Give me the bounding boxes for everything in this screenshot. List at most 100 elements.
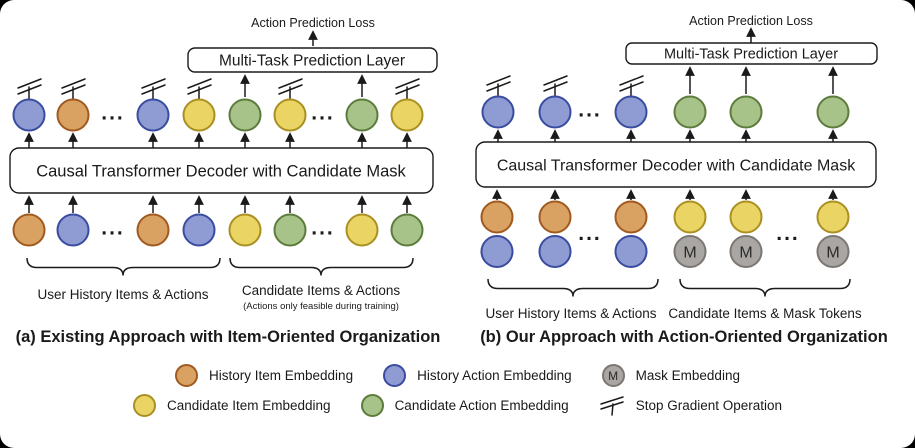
history-brace (487, 278, 659, 297)
stop-gradient-icon (141, 78, 166, 100)
prediction-layer-box (625, 42, 878, 65)
output-token-row: ... ... (12, 98, 424, 132)
history-action-token (136, 98, 170, 132)
loss-label: Action Prediction Loss (251, 16, 375, 30)
svg-text:M: M (826, 245, 839, 262)
candidate-item-token (729, 200, 763, 234)
input-to-decoder-arrows (492, 189, 838, 200)
mask-embedding-icon: M (601, 364, 625, 387)
legend-label: Mask Embedding (635, 368, 740, 383)
history-item-token (12, 213, 46, 247)
stop-gradient-icon (187, 78, 212, 100)
mask-letter: M (608, 368, 619, 383)
loss-label: Action Prediction Loss (689, 14, 813, 28)
input-to-decoder-arrows (24, 195, 412, 213)
svg-text:M: M (739, 245, 752, 262)
ellipsis: ... (311, 102, 335, 125)
stop-gradient-icon (619, 75, 644, 97)
stop-gradient-icon (486, 75, 511, 97)
legend-item: History Action Embedding (383, 364, 572, 387)
legend-label: Candidate Item Embedding (166, 398, 331, 413)
decoder-label: Causal Transformer Decoder with Candidat… (497, 158, 856, 175)
panel-b-caption: (b) Our Approach with Action-Oriented Or… (480, 328, 888, 346)
legend-row-2: Candidate Item Embedding Candidate Actio… (132, 394, 782, 417)
stop-gradient-icon (599, 396, 624, 416)
history-brace (26, 257, 221, 276)
candidate-item-token (673, 200, 707, 234)
candidate-action-token (390, 213, 424, 247)
stop-gradient-marks (17, 78, 420, 100)
candidate-action-embedding-icon (360, 394, 384, 417)
legend-label: Candidate Action Embedding (394, 398, 569, 413)
ellipsis: ... (578, 222, 602, 245)
input-item-row (480, 200, 850, 234)
stop-gradient-icon (543, 75, 568, 97)
prediction-layer-label: Multi-Task Prediction Layer (664, 47, 838, 63)
candidate-item-token (228, 213, 262, 247)
candidate-action-token (729, 95, 763, 129)
history-action-embedding-icon (383, 364, 407, 387)
candidate-brace-label: Candidate Items & Actions (242, 283, 401, 298)
ellipsis: ... (311, 217, 335, 240)
candidate-action-token (673, 95, 707, 129)
legend-label: History Action Embedding (417, 368, 572, 383)
history-action-token (538, 95, 572, 129)
candidate-brace-label: Candidate Items & Mask Tokens (668, 306, 862, 321)
ellipsis: ... (776, 222, 800, 245)
decoder-to-output-arrows (24, 132, 412, 148)
candidate-item-token (345, 213, 379, 247)
history-action-token (12, 98, 46, 132)
candidate-item-token (273, 98, 307, 132)
candidate-action-token (273, 213, 307, 247)
candidate-action-token (816, 95, 850, 129)
legend-item: M Mask Embedding (601, 364, 740, 387)
legend-label: Stop Gradient Operation (635, 398, 783, 413)
decoder-box (9, 147, 434, 194)
candidate-item-token (182, 98, 216, 132)
legend: History Item Embedding History Action Em… (0, 364, 915, 417)
legend-item: Candidate Item Embedding (132, 394, 331, 417)
candidate-brace (679, 278, 851, 297)
history-action-token (614, 235, 648, 268)
ellipsis: ... (101, 217, 125, 240)
prediction-layer-label: Multi-Task Prediction Layer (219, 53, 405, 70)
mask-token: M (673, 235, 707, 268)
candidate-item-embedding-icon (132, 394, 156, 417)
legend-item: Candidate Action Embedding (360, 394, 569, 417)
legend-item: History Item Embedding (175, 364, 353, 387)
history-item-token (614, 200, 648, 234)
history-brace-label: User History Items & Actions (37, 287, 208, 302)
candidate-brace (229, 257, 414, 276)
panel-a: Action Prediction Loss Multi-Task Predic… (9, 16, 441, 346)
ellipsis: ... (101, 102, 125, 125)
candidate-brace-sublabel: (Actions only feasible during training) (243, 301, 399, 312)
history-brace-label: User History Items & Actions (485, 306, 656, 321)
prediction-layer-box (187, 47, 438, 73)
history-action-token (182, 213, 216, 247)
legend-row-1: History Item Embedding History Action Em… (175, 364, 740, 387)
candidate-item-token (816, 200, 850, 234)
stop-gradient-icon (278, 78, 303, 100)
candidate-action-token (228, 98, 262, 132)
candidate-item-token (390, 98, 424, 132)
legend-item: Stop Gradient Operation (599, 394, 782, 417)
panel-a-caption: (a) Existing Approach with Item-Oriented… (16, 328, 441, 346)
candidate-action-token (345, 98, 379, 132)
output-to-layer-arrows (685, 66, 838, 94)
svg-text:M: M (683, 245, 696, 262)
history-action-token (538, 235, 572, 268)
ellipsis: ... (578, 99, 602, 122)
stop-gradient-icon (61, 78, 86, 100)
history-item-token (136, 213, 170, 247)
decoder-to-output-arrows (493, 129, 838, 142)
history-action-token (614, 95, 648, 129)
decoder-box (475, 141, 877, 188)
mask-token: M (729, 235, 763, 268)
legend-label: History Item Embedding (209, 368, 354, 383)
history-action-token (481, 95, 515, 129)
history-action-token (56, 213, 90, 247)
decoder-label: Causal Transformer Decoder with Candidat… (36, 163, 406, 181)
input-token-row: ... ... (12, 213, 424, 247)
stop-gradient-icon (17, 78, 42, 100)
